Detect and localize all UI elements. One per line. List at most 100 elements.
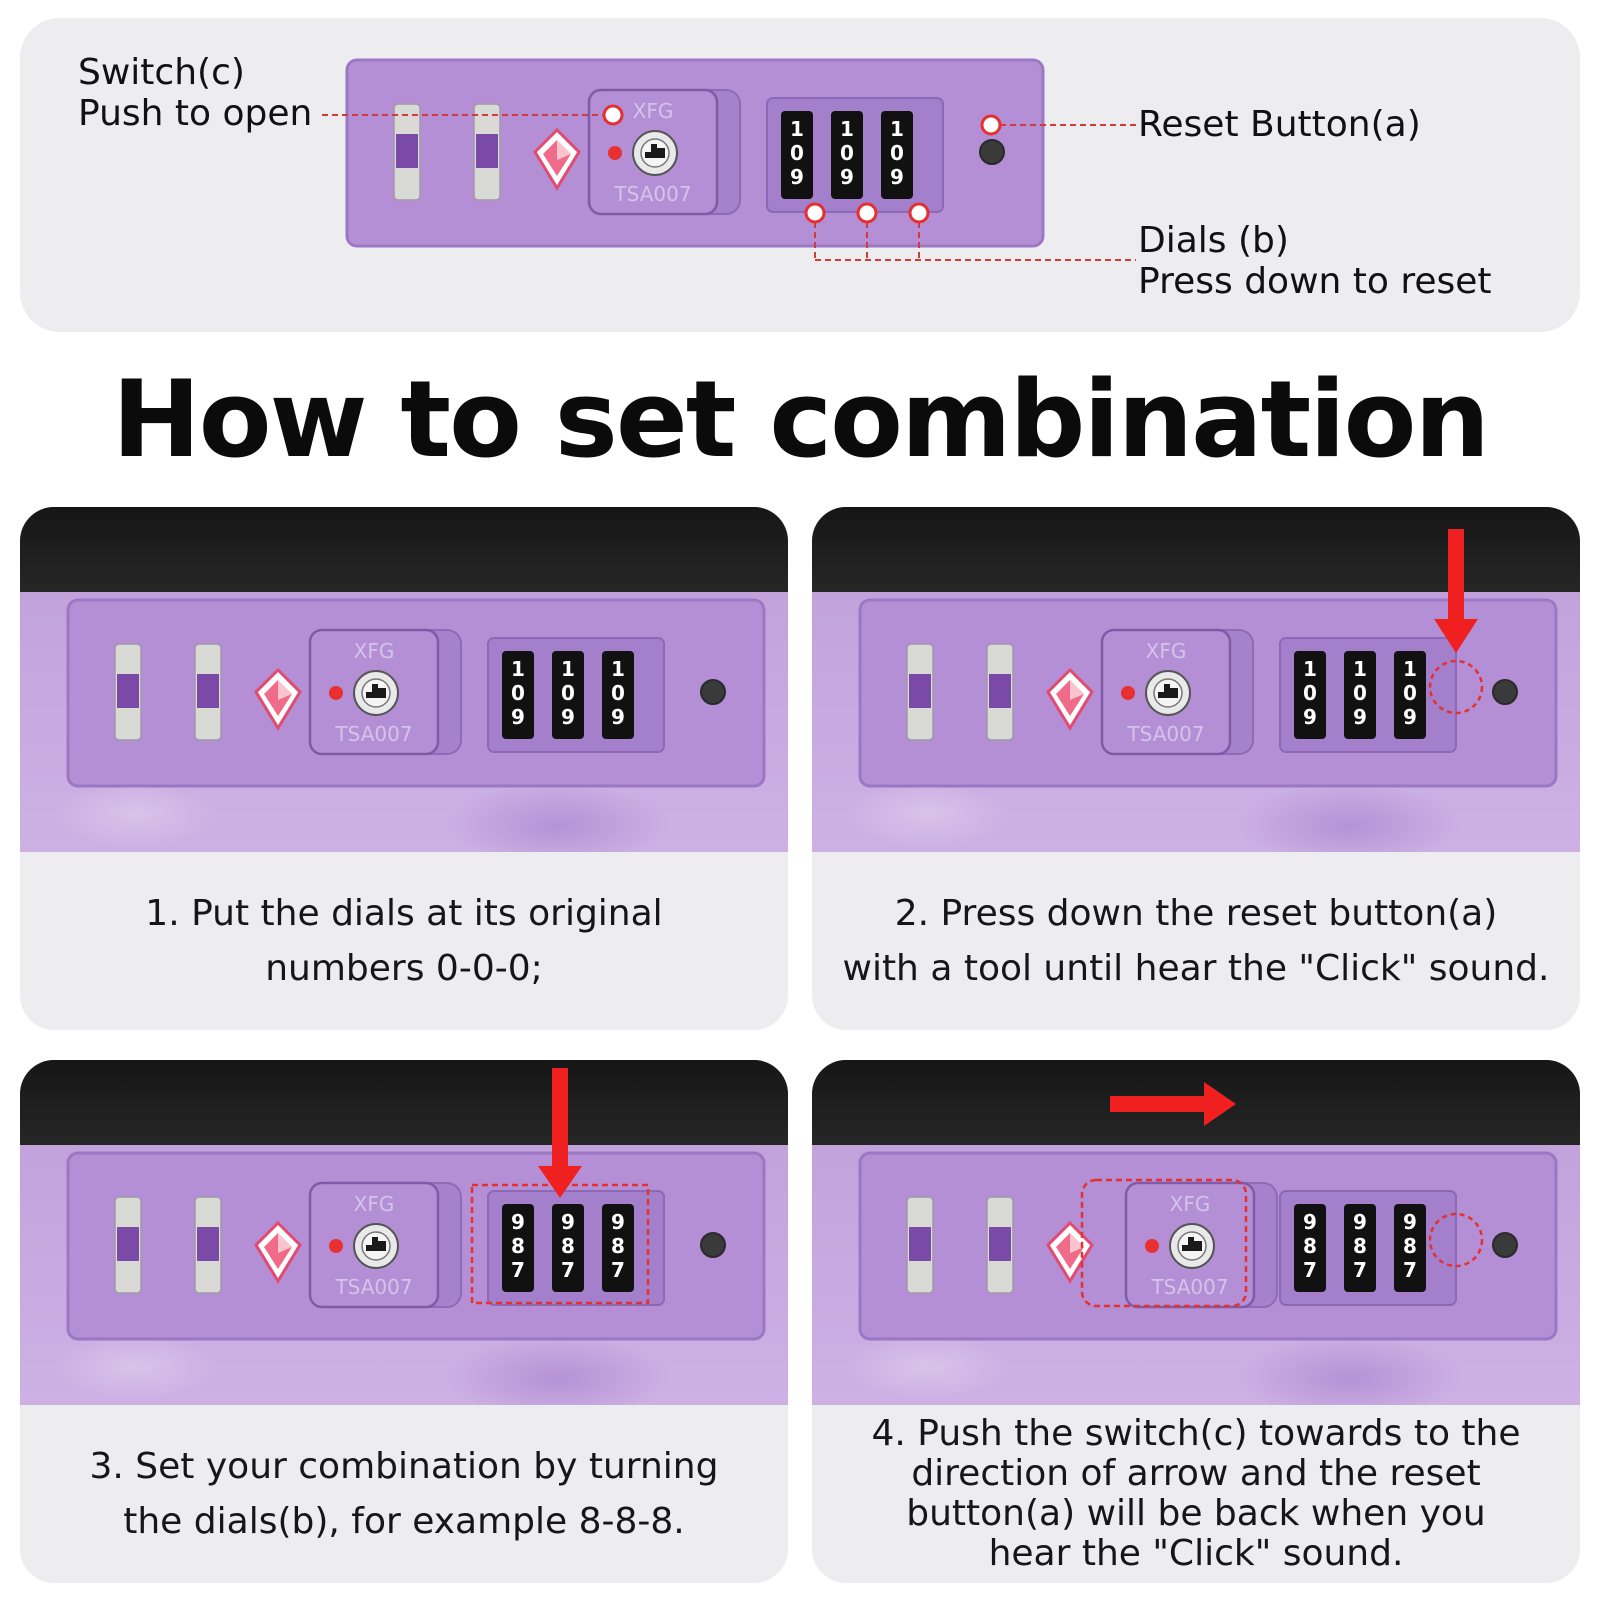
model-text: TSA007	[1126, 722, 1204, 746]
dial-digit: 8	[611, 1234, 625, 1258]
switch-slider: XFG TSA007	[1100, 628, 1254, 756]
model-text: TSA007	[1150, 1275, 1228, 1299]
dial-digit: 1	[790, 117, 804, 141]
dial-digit: 0	[840, 141, 854, 165]
dial-digit: 9	[511, 705, 525, 729]
combination-dial: 109	[602, 651, 634, 739]
step-1-line-2: numbers 0-0-0;	[265, 948, 543, 989]
dial-digit: 9	[511, 1210, 525, 1234]
combination-dial: 987	[552, 1204, 584, 1292]
dial-digit: 7	[511, 1258, 525, 1282]
combination-dial: 109	[1294, 651, 1326, 739]
dial-digit: 9	[561, 705, 575, 729]
combination-dial: 987	[1294, 1204, 1326, 1292]
luggage-shell-dark	[20, 1060, 788, 1145]
switch-highlight-box	[1080, 1178, 1248, 1308]
slot-slider	[194, 1196, 222, 1294]
switch-callout: Switch(c) Push to open	[78, 52, 312, 134]
tsa-logo-icon	[533, 127, 581, 191]
dial-digit: 8	[511, 1234, 525, 1258]
dial-digit: 0	[890, 141, 904, 165]
dial-digit: 0	[1403, 681, 1417, 705]
dial-digit: 0	[611, 681, 625, 705]
reset-button	[700, 1232, 726, 1258]
step-1-line-1: 1. Put the dials at its original	[145, 893, 663, 934]
indicator-dot	[608, 146, 622, 160]
model-text: TSA007	[334, 722, 412, 746]
combination-dial: 109	[552, 651, 584, 739]
keyhole-icon	[1169, 1223, 1215, 1269]
dial-digit: 1	[561, 657, 575, 681]
dial-digit: 9	[840, 165, 854, 189]
dial-digit: 1	[611, 657, 625, 681]
combination-dial: 109	[881, 111, 913, 199]
slot-slider	[114, 1196, 142, 1294]
dial-digit: 0	[1353, 681, 1367, 705]
dial-digit: 9	[561, 1210, 575, 1234]
brand-text: XFG	[633, 99, 674, 123]
dial-marker-3	[908, 202, 930, 224]
dial-digit: 7	[561, 1258, 575, 1282]
slot-slider	[986, 643, 1014, 741]
dials-callout: Dials (b) Press down to reset	[1138, 220, 1492, 302]
dial-marker-1	[804, 202, 826, 224]
indicator-dot	[329, 686, 343, 700]
dial-digit: 0	[561, 681, 575, 705]
switch-slider: XFG TSA007	[1124, 1181, 1278, 1309]
dial-digit: 0	[1303, 681, 1317, 705]
reset-highlight-circle	[1428, 659, 1484, 715]
dial-digit: 7	[611, 1258, 625, 1282]
reset-marker	[980, 114, 1002, 136]
dial-digit: 9	[890, 165, 904, 189]
slot-slider	[194, 643, 222, 741]
luggage-shell-dark	[20, 507, 788, 592]
dial-digit: 8	[1403, 1234, 1417, 1258]
dial-digit: 7	[1303, 1258, 1317, 1282]
page-title: How to set combination	[112, 358, 1490, 481]
dial-digit: 9	[1403, 1210, 1417, 1234]
dial-digit: 9	[1353, 1210, 1367, 1234]
dial-digit: 1	[1303, 657, 1317, 681]
step-text-1: 1. Put the dials at its original numbers…	[20, 852, 788, 1030]
step-3-line-2: the dials(b), for example 8-8-8.	[123, 1501, 685, 1542]
reset-highlight-circle	[1428, 1212, 1484, 1268]
slot-slider	[906, 1196, 934, 1294]
switch-callout-desc: Push to open	[78, 93, 313, 134]
combination-dial: 109	[781, 111, 813, 199]
step-4-line-2: direction of arrow and the reset	[911, 1453, 1481, 1494]
dials-callout-desc: Press down to reset	[1138, 261, 1492, 302]
dial-digit: 9	[1353, 705, 1367, 729]
dial-digit: 1	[1403, 657, 1417, 681]
combination-dial: 987	[1344, 1204, 1376, 1292]
reset-button	[979, 139, 1005, 165]
reset-button	[700, 679, 726, 705]
dial-digit: 7	[1353, 1258, 1367, 1282]
combination-dial: 109	[831, 111, 863, 199]
reset-callout: Reset Button(a)	[1138, 104, 1421, 145]
brand-text: XFG	[1146, 639, 1187, 663]
reset-button	[1492, 1232, 1518, 1258]
brand-text: XFG	[354, 1192, 395, 1216]
slot-slider	[986, 1196, 1014, 1294]
dials-callout-label: Dials (b)	[1138, 220, 1289, 261]
dial-digit: 9	[790, 165, 804, 189]
step-4-line-3: button(a) will be back when you	[906, 1493, 1486, 1534]
step-2-line-1: 2. Press down the reset button(a)	[894, 893, 1498, 934]
slot-slider	[114, 643, 142, 741]
switch-marker	[602, 104, 624, 126]
step-4-line-4: hear the "Click" sound.	[988, 1533, 1404, 1574]
slot-slider	[473, 103, 501, 201]
keyhole-icon	[1145, 670, 1191, 716]
brand-text: XFG	[1170, 1192, 1211, 1216]
